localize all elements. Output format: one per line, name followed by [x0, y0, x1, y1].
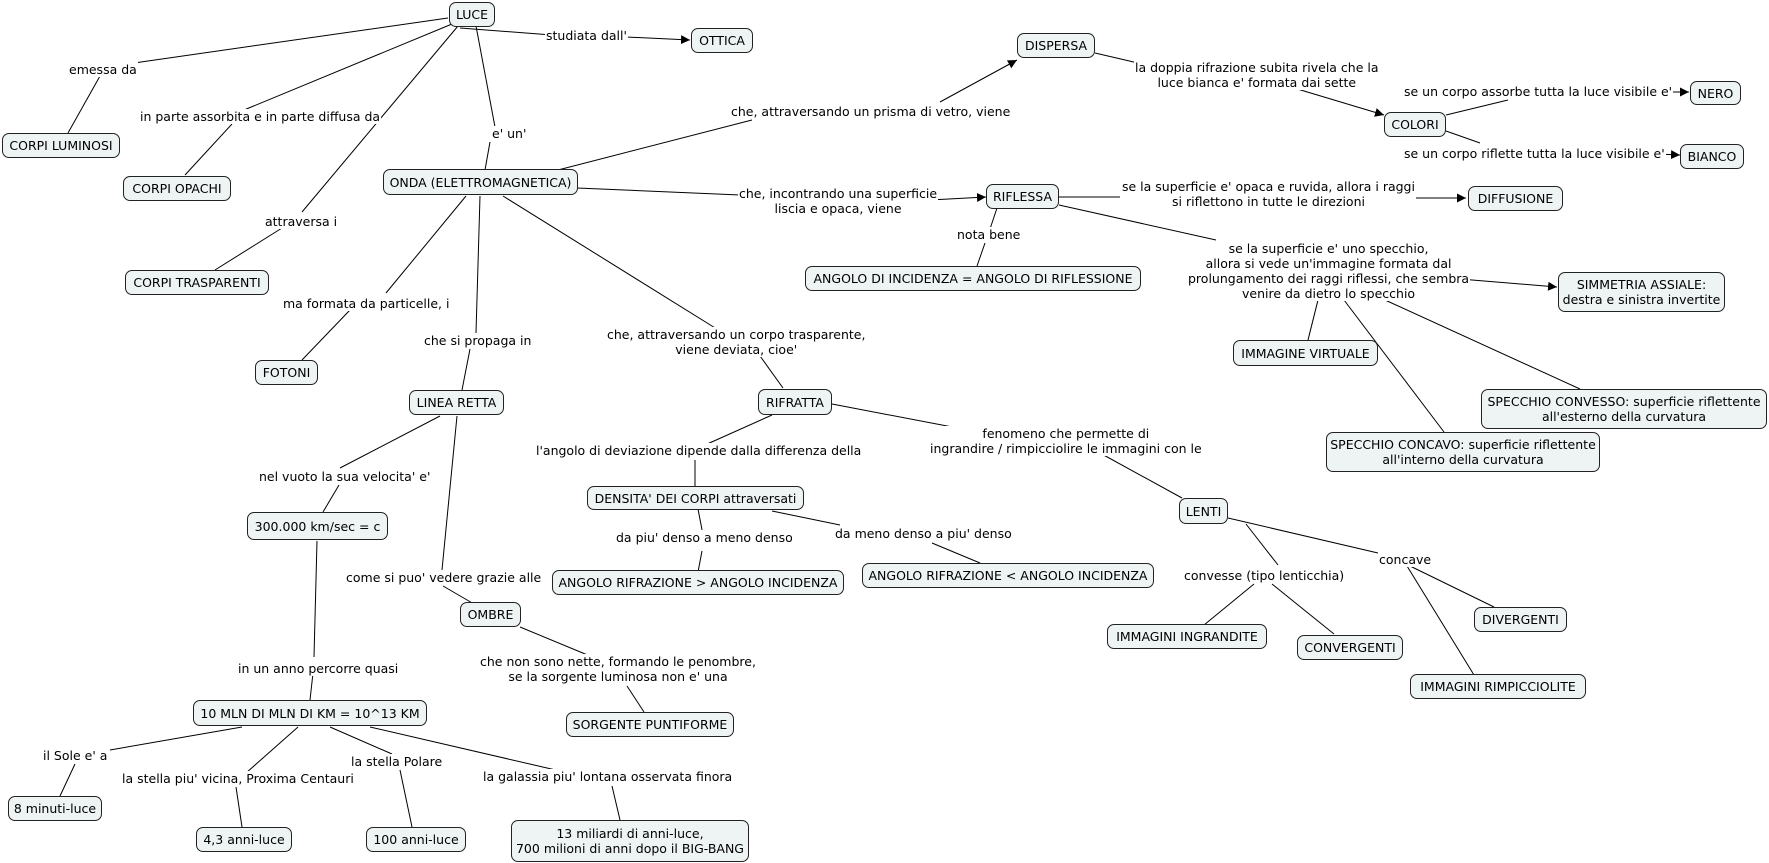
node-specchio-concavo[interactable]: SPECCHIO CONCAVO: superficie riflettente… — [1326, 432, 1600, 472]
node-immagini-ingrandite[interactable]: IMMAGINI INGRANDITE — [1107, 624, 1267, 649]
link-studiata: studiata dall' — [545, 28, 628, 43]
link-specchio: se la superficie e' uno specchio, allora… — [1187, 241, 1471, 301]
node-dispersa[interactable]: DISPERSA — [1017, 33, 1095, 58]
node-corpi-luminosi[interactable]: CORPI LUMINOSI — [2, 133, 120, 158]
node-bianco[interactable]: BIANCO — [1680, 144, 1744, 169]
node-colori[interactable]: COLORI — [1384, 112, 1446, 137]
node-cento-anni[interactable]: 100 anni-luce — [366, 827, 466, 852]
node-immagini-rimpicciolite[interactable]: IMMAGINI RIMPICCIOLITE — [1410, 674, 1586, 699]
node-ottica[interactable]: OTTICA — [691, 28, 753, 53]
node-divergenti[interactable]: DIVERGENTI — [1474, 607, 1567, 632]
link-prisma: che, attraversando un prisma di vetro, v… — [730, 104, 1012, 119]
node-quattro-anni[interactable]: 4,3 anni-luce — [196, 827, 292, 852]
node-luce[interactable]: LUCE — [449, 2, 495, 27]
link-vuoto: nel vuoto la sua velocita' e' — [258, 469, 432, 484]
link-meno-piu: da meno denso a piu' denso — [834, 526, 1013, 541]
node-otto-minuti[interactable]: 8 minuti-luce — [8, 796, 102, 821]
link-sole: il Sole e' a — [42, 748, 109, 763]
link-polare: la stella Polare — [350, 754, 444, 769]
node-onda[interactable]: ONDA (ELETTROMAGNETICA) — [383, 169, 578, 195]
node-nero[interactable]: NERO — [1690, 81, 1741, 105]
link-assorbe: se un corpo assorbe tutta la luce visibi… — [1403, 84, 1674, 99]
node-corpi-trasparenti[interactable]: CORPI TRASPARENTI — [125, 270, 269, 295]
node-rifr-minore[interactable]: ANGOLO RIFRAZIONE < ANGOLO INCIDENZA — [862, 563, 1154, 588]
link-galassia: la galassia piu' lontana osservata finor… — [482, 769, 734, 784]
link-assorbita: in parte assorbita e in parte diffusa da — [139, 109, 382, 124]
node-sorgente[interactable]: SORGENTE PUNTIFORME — [566, 712, 734, 737]
link-e-un: e' un' — [491, 126, 528, 141]
link-emessa: emessa da — [68, 62, 138, 77]
node-ombre[interactable]: OMBRE — [460, 602, 521, 627]
link-ingrandire: fenomeno che permette di ingrandire / ri… — [929, 426, 1203, 456]
link-convesse: convesse (tipo lenticchia) — [1183, 568, 1346, 583]
node-riflessa[interactable]: RIFLESSA — [986, 184, 1059, 209]
link-opaca-ruvida: se la superficie e' opaca e ruvida, allo… — [1121, 179, 1416, 209]
link-anno: in un anno percorre quasi — [237, 661, 400, 676]
node-angolo-incidenza[interactable]: ANGOLO DI INCIDENZA = ANGOLO DI RIFLESSI… — [805, 266, 1141, 291]
node-corpi-opachi[interactable]: CORPI OPACHI — [123, 176, 231, 201]
link-piu-meno: da piu' denso a meno denso — [615, 530, 794, 545]
link-concave: concave — [1378, 552, 1433, 567]
link-deviazione: l'angolo di deviazione dipende dalla dif… — [535, 443, 863, 458]
node-linea-retta[interactable]: LINEA RETTA — [409, 390, 504, 415]
node-densita[interactable]: DENSITA' DEI CORPI attraversati — [587, 486, 804, 510]
link-nota: nota bene — [956, 227, 1022, 242]
node-rifratta[interactable]: RIFRATTA — [758, 389, 832, 415]
node-rifr-maggiore[interactable]: ANGOLO RIFRAZIONE > ANGOLO INCIDENZA — [552, 570, 844, 595]
node-lenti[interactable]: LENTI — [1179, 498, 1228, 524]
link-riflette: se un corpo riflette tutta la luce visib… — [1403, 146, 1666, 161]
link-penombre: che non sono nette, formando le penombre… — [479, 654, 757, 684]
link-particelle: ma formata da particelle, i — [282, 296, 451, 311]
link-superficie: che, incontrando una superficie liscia e… — [738, 186, 939, 216]
link-trasparente: che, attraversando un corpo trasparente,… — [606, 327, 867, 357]
node-velocita[interactable]: 300.000 km/sec = c — [247, 512, 388, 540]
node-fotoni[interactable]: FOTONI — [255, 360, 318, 385]
node-specchio-convesso[interactable]: SPECCHIO CONVESSO: superficie riflettent… — [1481, 389, 1767, 429]
node-convergenti[interactable]: CONVERGENTI — [1297, 635, 1403, 660]
link-attraversa: attraversa i — [264, 214, 339, 229]
node-immagine-virtuale[interactable]: IMMAGINE VIRTUALE — [1233, 340, 1378, 366]
node-dieci-mln[interactable]: 10 MLN DI MLN DI KM = 10^13 KM — [193, 700, 427, 726]
node-simmetria[interactable]: SIMMETRIA ASSIALE: destra e sinistra inv… — [1558, 272, 1725, 312]
link-vedere: come si puo' vedere grazie alle — [345, 570, 543, 585]
link-propaga: che si propaga in — [423, 333, 533, 348]
node-tredici-miliardi[interactable]: 13 miliardi di anni-luce, 700 milioni di… — [511, 820, 749, 862]
link-proxima: la stella piu' vicina, Proxima Centauri — [121, 771, 355, 786]
link-doppia: la doppia rifrazione subita rivela che l… — [1134, 60, 1380, 90]
node-diffusione[interactable]: DIFFUSIONE — [1468, 186, 1563, 211]
